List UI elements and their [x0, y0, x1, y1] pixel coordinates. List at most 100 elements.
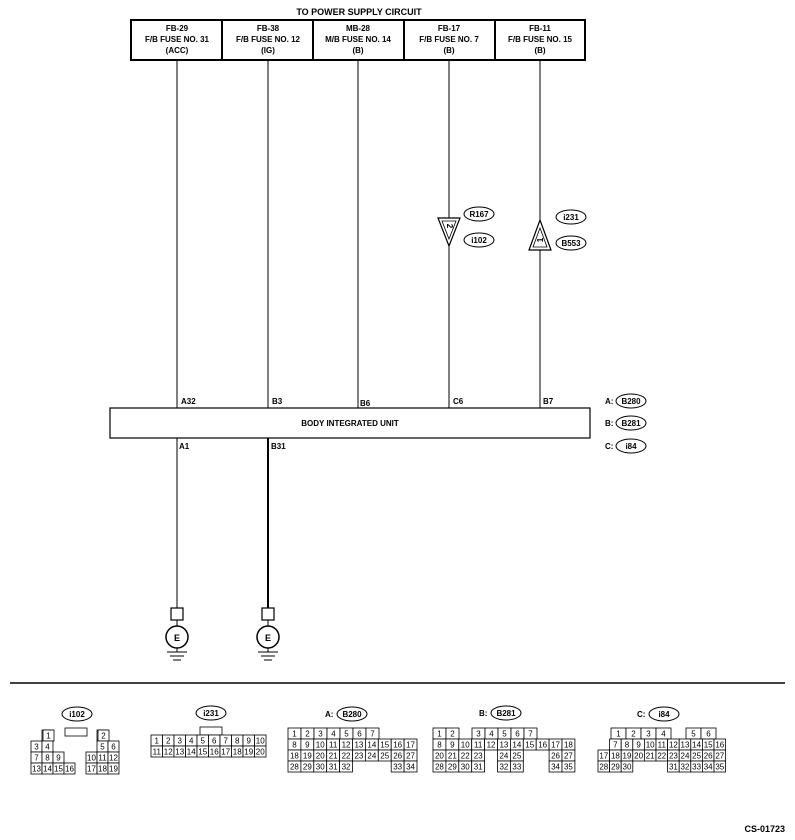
i102-pin: 4 [45, 743, 50, 752]
fuse-supply: (B) [352, 46, 363, 55]
i84-cell [620, 760, 634, 773]
i231-pin: 15 [198, 748, 207, 757]
b280-pin: 25 [380, 752, 389, 761]
i231-pin: 10 [256, 737, 265, 746]
b280-cell [339, 760, 353, 773]
i102-pin: 19 [109, 765, 118, 774]
b280-pin: 32 [342, 763, 351, 772]
b281-pin: 2 [450, 730, 455, 739]
b280-pin: 19 [303, 752, 312, 761]
pin-label: A32 [181, 397, 196, 406]
i102-pin: 14 [43, 765, 52, 774]
supply-wires [176, 60, 541, 408]
b281-pin: 34 [551, 763, 560, 772]
i84-pin: 21 [646, 752, 655, 761]
b281-pin: 33 [512, 763, 521, 772]
fuse-fb38: FB-38 F/B FUSE NO. 12 (IG) [236, 24, 301, 55]
i231-pin: 5 [201, 737, 206, 746]
ground-symbol-1 [165, 607, 189, 661]
i84-pin: 35 [715, 763, 724, 772]
i84-pin: 5 [691, 730, 696, 739]
b280-pin: 24 [367, 752, 376, 761]
i102-pin: 12 [109, 754, 118, 763]
b280-pin: 4 [331, 730, 336, 739]
i231-pin: 8 [235, 737, 240, 746]
b281-pin: 15 [525, 741, 534, 750]
b280-pin: 17 [406, 741, 415, 750]
i231-pin: 20 [256, 748, 265, 757]
b281-pin: 29 [448, 763, 457, 772]
b280-pin: 31 [329, 763, 338, 772]
ground-symbol-2 [256, 607, 280, 661]
i102-pin: 2 [101, 732, 106, 741]
pin-label: B31 [271, 442, 286, 451]
i84-pin: 7 [613, 741, 618, 750]
b280-pin: 1 [292, 730, 297, 739]
i102-pin: 6 [111, 743, 116, 752]
b280-pin: 22 [342, 752, 351, 761]
b280-cell [403, 760, 418, 773]
b281-pin: 21 [448, 752, 457, 761]
body-integrated-unit [109, 407, 591, 439]
b281-pin: 31 [474, 763, 483, 772]
i231-key-cell [199, 726, 223, 736]
i231-pin: 13 [175, 748, 184, 757]
connector-code: B553 [561, 239, 581, 248]
connector-code: i84 [625, 442, 637, 451]
fuse-name: F/B FUSE NO. 12 [236, 35, 301, 44]
pin-label: B3 [272, 397, 283, 406]
i102-pin: 1 [46, 732, 51, 741]
b281-pin: 35 [564, 763, 573, 772]
i231-pin: 11 [153, 748, 162, 757]
i231-pin: 18 [233, 748, 242, 757]
i84-pin: 22 [657, 752, 666, 761]
connector-tag-b553 [555, 235, 587, 251]
i84-pin: 31 [669, 763, 678, 772]
fuse-id: FB-11 [529, 24, 551, 33]
b281-pin: 11 [474, 741, 483, 750]
b280-pin: 9 [305, 741, 310, 750]
connector-view-prefix: B: [479, 709, 487, 718]
i231-cell [254, 745, 267, 758]
b281-pin: 4 [489, 730, 494, 739]
i102-pin: 16 [65, 765, 74, 774]
fuse-supply: (B) [443, 46, 454, 55]
fuse-name: F/B FUSE NO. 7 [419, 35, 479, 44]
i102-pin: 15 [54, 765, 63, 774]
connector-code: i231 [563, 213, 579, 222]
b280-pin: 30 [316, 763, 325, 772]
connector-prefix: B: [605, 419, 613, 428]
i84-pin: 29 [611, 763, 620, 772]
i84-pin: 34 [704, 763, 713, 772]
i84-pin: 20 [634, 752, 643, 761]
connector-code: i102 [471, 236, 487, 245]
i102-pin: 7 [34, 754, 39, 763]
b280-pin: 20 [316, 752, 325, 761]
i84-pin: 13 [681, 741, 690, 750]
b280-pin: 14 [367, 741, 376, 750]
fuse-name: M/B FUSE NO. 14 [325, 35, 391, 44]
b281-pin: 1 [437, 730, 442, 739]
b280-pin: 33 [393, 763, 402, 772]
b280-pin: 34 [406, 763, 415, 772]
b280-pin: 29 [303, 763, 312, 772]
i84-pin: 32 [681, 763, 690, 772]
fuse-fb29: FB-29 F/B FUSE NO. 31 (ACC) [145, 24, 210, 55]
i84-pin: 1 [616, 730, 621, 739]
b281-pin: 26 [551, 752, 560, 761]
b281-pin: 5 [502, 730, 507, 739]
fuse-id: MB-28 [346, 24, 371, 33]
fuse-id: FB-29 [166, 24, 189, 33]
i84-pin: 23 [669, 752, 678, 761]
connector-view-prefix: C: [637, 710, 645, 719]
i84-pin: 9 [636, 741, 641, 750]
connector-view-label: i231 [203, 709, 219, 718]
b280-pin: 16 [393, 741, 402, 750]
i231-pin: 7 [224, 737, 229, 746]
splice-connector-down: 2 R167 i102 [437, 206, 495, 248]
pin-label: C6 [453, 397, 464, 406]
b280-pin: 2 [305, 730, 310, 739]
i84-pin: 24 [681, 752, 690, 761]
connector-code: R167 [469, 210, 489, 219]
i102-pin: 17 [87, 765, 96, 774]
